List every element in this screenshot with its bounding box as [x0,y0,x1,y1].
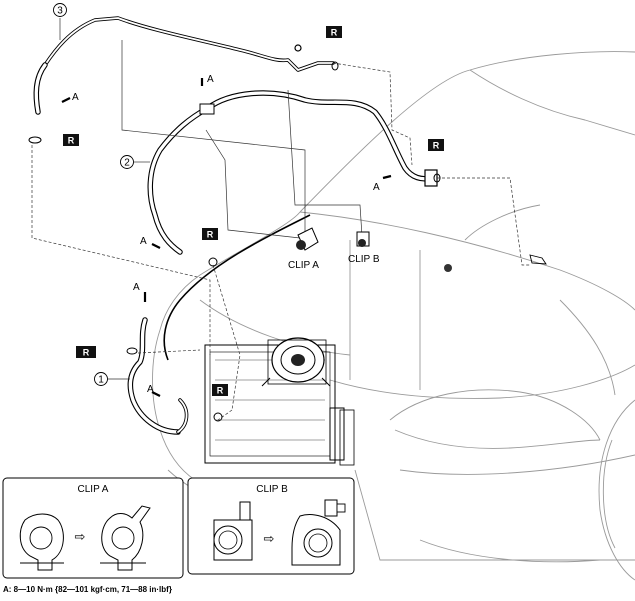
clip-b-hardware [356,231,370,247]
svg-text:CLIP B: CLIP B [256,484,288,495]
hose-3-pipe [33,16,335,115]
svg-text:R: R [83,348,90,358]
bolt-markers [61,78,392,397]
svg-text:R: R [331,28,338,38]
torque-label: A [373,182,380,193]
svg-text:⇨: ⇨ [264,531,275,546]
replace-marker: R [63,134,79,146]
svg-text:2: 2 [124,158,130,169]
hose-1-discharge [127,317,189,435]
svg-text:1: 1 [98,375,104,386]
replace-marker: R [212,384,228,396]
svg-text:CLIP A: CLIP A [78,484,109,495]
svg-text:R: R [217,386,224,396]
replace-marker: R [326,26,342,38]
callout-3: 3 [53,3,67,17]
svg-text:3: 3 [57,6,63,17]
replace-marker: R [202,228,218,240]
callout-2: 2 [120,155,150,169]
callout-1: 1 [94,372,130,386]
svg-text:R: R [68,136,75,146]
svg-text:R: R [207,230,214,240]
compressor [261,337,331,387]
clip-b-inset: CLIP B ⇨ [187,477,355,575]
torque-specification-note: A: 8—10 N·m {82—101 kgf·cm, 71—88 in·lbf… [3,585,172,594]
clip-b-label: CLIP B [348,254,380,265]
svg-text:R: R [433,141,440,151]
replace-marker: R [428,139,444,151]
torque-label: A [133,282,140,293]
torque-label: A [140,236,147,247]
o-rings [28,61,441,422]
routing-line [163,214,311,361]
leader-lines [31,18,530,421]
clip-a-label: CLIP A [288,260,319,271]
torque-label: A [147,384,154,395]
torque-label: A [207,74,214,85]
torque-labels: A A A A A A [72,74,380,395]
clip-a-inset: CLIP A ⇨ [2,477,184,579]
replace-marker: R [76,346,96,358]
torque-label: A [72,92,79,103]
svg-text:⇨: ⇨ [75,529,86,544]
hose-2-suction [147,90,438,255]
loose-fittings [444,254,547,272]
clip-a-hardware [296,227,319,251]
